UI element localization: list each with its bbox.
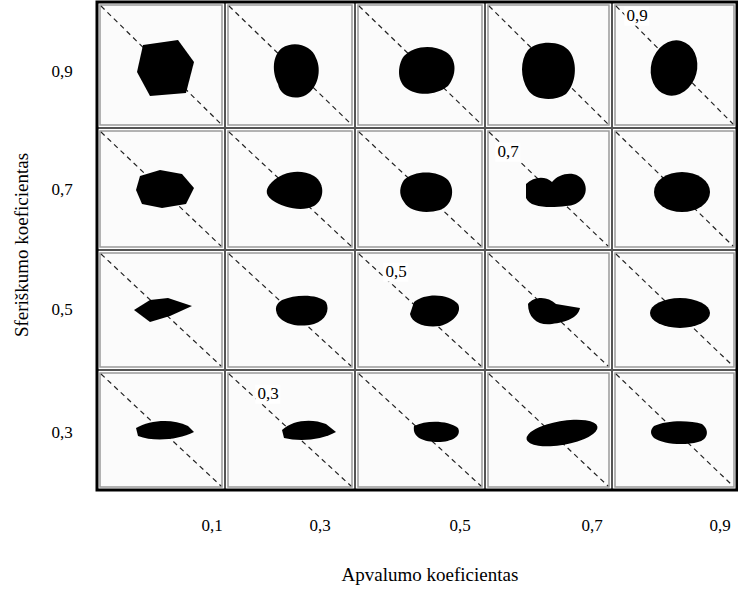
axis-title: Apvalumo koeficientas (342, 565, 519, 586)
grid-cell (228, 5, 352, 125)
dashed-diagonal (229, 132, 351, 246)
grid-cell (488, 253, 609, 367)
axis-tick: 0,5 (51, 301, 72, 320)
dashed-diagonal (489, 6, 608, 124)
grid-cell (615, 253, 734, 367)
dashed-diagonal (359, 374, 481, 486)
dashed-diagonal (101, 132, 221, 246)
grid-cell (100, 373, 222, 487)
axis-tick: 0,9 (51, 63, 72, 82)
grid-cell (358, 373, 482, 487)
axis-tick: 0,3 (309, 517, 330, 536)
dashed-diagonal (616, 254, 733, 366)
grid-cell (488, 373, 609, 487)
grid-cell (228, 253, 352, 367)
cell-value: 0,9 (624, 7, 649, 26)
grid-line (97, 249, 737, 251)
particle-shapes (134, 35, 710, 451)
grid-cell (100, 5, 222, 125)
dashed-diagonal (616, 374, 733, 486)
dashed-diagonal (101, 254, 221, 366)
grid-cell (100, 253, 222, 367)
dashed-diagonal (359, 6, 481, 124)
grid-cell (358, 5, 482, 125)
grid-cell (615, 373, 734, 487)
dashed-diagonal (229, 374, 351, 486)
dashed-diagonal (101, 374, 221, 486)
dashed-diagonal (489, 254, 608, 366)
dashed-diagonal (359, 254, 481, 366)
dashed-diagonal (489, 374, 608, 486)
dashed-diagonal (229, 254, 351, 366)
grid-frame (97, 2, 737, 490)
axis-tick: 0,3 (51, 424, 72, 443)
grid-cell (358, 131, 482, 247)
grid-cell (615, 5, 734, 125)
grid-cell (100, 131, 222, 247)
cell-value: 0,5 (383, 263, 408, 282)
axis-tick: 0,9 (709, 517, 730, 536)
grid-line (611, 2, 613, 490)
axis-tick: 0,7 (581, 517, 602, 536)
grid-cell (488, 5, 609, 125)
dashed-diagonal (101, 6, 221, 124)
grid-line (484, 2, 486, 490)
grid-cell (228, 131, 352, 247)
cell-value: 0,7 (495, 143, 520, 162)
dashed-diagonal (359, 132, 481, 246)
axis-title: Sferiškumo koeficientas (12, 153, 33, 337)
dashed-diagonal (616, 6, 733, 124)
grid-line (224, 2, 226, 490)
grid-cells (97, 2, 737, 490)
dashed-diagonal (616, 132, 733, 246)
axis-tick: 0,1 (201, 517, 222, 536)
axis-tick: 0,5 (449, 517, 470, 536)
dashed-diagonal (229, 6, 351, 124)
cell-value: 0,3 (255, 385, 280, 404)
grid-cell (615, 131, 734, 247)
grid-cell (358, 253, 482, 367)
grid-line (97, 369, 737, 371)
grid-cell (228, 373, 352, 487)
grid-line (354, 2, 356, 490)
grid-cell (488, 131, 609, 247)
axis-tick: 0,7 (51, 181, 72, 200)
grid-line (97, 127, 737, 129)
dashed-diagonal (489, 132, 608, 246)
